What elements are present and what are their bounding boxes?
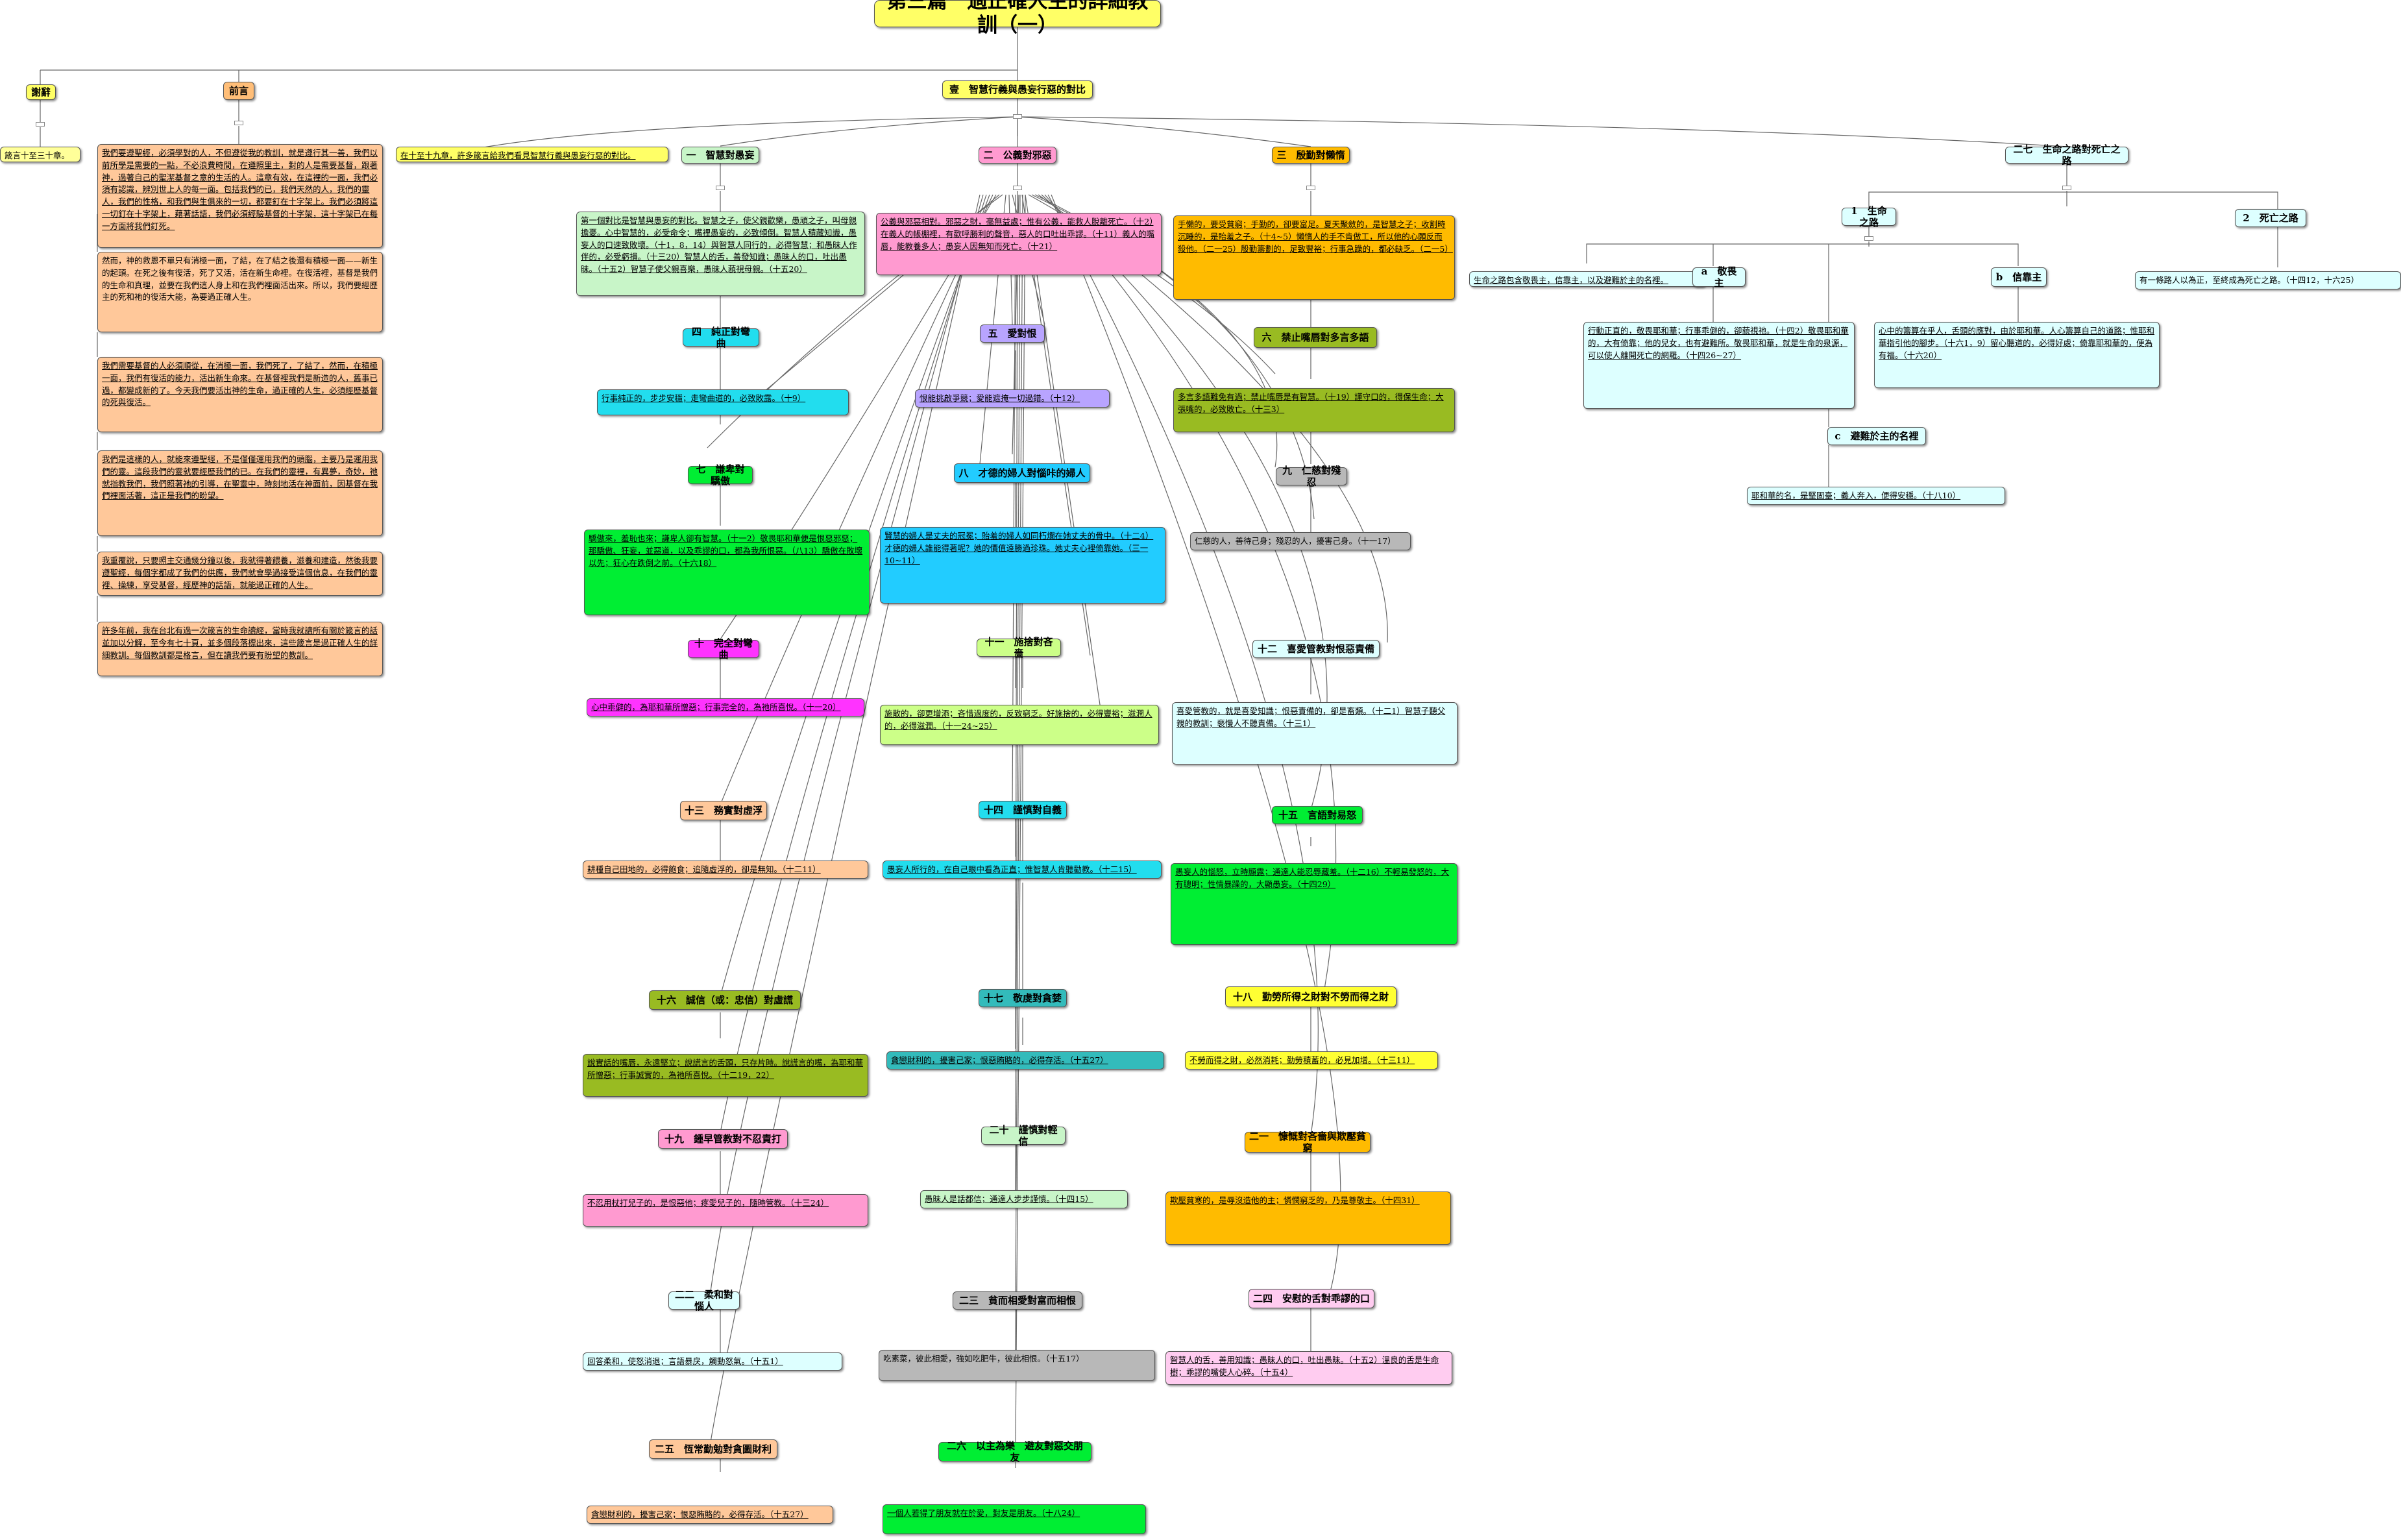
page-title: 第三篇 過正確人生的詳細教訓（一） bbox=[874, 0, 1161, 37]
text-practical-vs-vanity: 耕種自己田地的，必得飽食；追隨虛浮的，卻是無知。（十二11） bbox=[583, 861, 868, 879]
node-faithfulness-vs-lies[interactable]: 十六 誠信（或：忠信）對虛謊 bbox=[649, 990, 801, 1010]
text-faithfulness-vs-lies: 說實話的嘴唇，永遠堅立；說謊言的舌頭，只存片時。說謊言的嘴，為耶和華所憎惡；行事… bbox=[583, 1054, 868, 1097]
preface-text-6: 許多年前，我在台北有過一次箴言的生命讀經，當時我就讀所有關於箴言的話並加以分解，… bbox=[97, 622, 383, 676]
node-diligence-vs-greed-of-gain[interactable]: 二五 恆常勤勉對貪圖財利 bbox=[649, 1439, 777, 1459]
node-gentleness-vs-provocation[interactable]: 二二 柔和對惱人 bbox=[668, 1289, 740, 1312]
text-humility-vs-pride: 驕傲來，羞恥也來；謙卑人卻有智慧。（十一2）敬畏耶和華便是恨惡邪惡；那驕傲、狂妄… bbox=[584, 530, 870, 615]
connector-hub bbox=[2062, 186, 2071, 190]
text-perfect-vs-crooked: 心中乖僻的，為耶和華所憎惡；行事完全的，為祂所喜悅。（十一20） bbox=[587, 698, 864, 716]
node-wisdom-vs-folly[interactable]: 一 智慧對愚妄 bbox=[681, 147, 759, 164]
connector-hub bbox=[234, 121, 243, 125]
text-delight-in-lord-friends: 一個人若得了朋友就在於愛，對友是朋友。（十八24） bbox=[883, 1504, 1146, 1534]
text-comforting-tongue: 智慧人的舌，善用知識；愚昧人的口，吐出愚昧。（十五2）溫良的舌是生命樹；乖謬的嘴… bbox=[1165, 1351, 1452, 1385]
text-righteousness-vs-wickedness: 公義與邪惡相對。邪惡之財，毫無益處；惟有公義，能救人脫離死亡。（十2）在義人的帳… bbox=[876, 213, 1162, 275]
text-refuge-in-name: 耶和華的名，是堅固臺；義人奔入，便得安穩。（十八10） bbox=[1747, 487, 2005, 505]
node-refuge-in-name[interactable]: c 避難於主的名裡 bbox=[1827, 427, 1926, 445]
preface-text-1: 我們要遵聖經，必須學對的人，不但遵從我的教訓，就是遵行其一善，我們以前所學是需要… bbox=[97, 144, 383, 248]
text-way-of-death: 有一條路人以為正，至終成為死亡之路。（十四12，十六25） bbox=[2135, 271, 2401, 289]
node-giving-vs-stinginess[interactable]: 十一 施捨對吝嗇 bbox=[977, 636, 1061, 659]
text-generosity-vs-oppression: 欺壓貧寒的，是辱沒造他的主；憐憫窮乏的，乃是尊敬主。（十四31） bbox=[1165, 1192, 1451, 1245]
connector-hub bbox=[36, 122, 45, 127]
node-generosity-vs-oppression[interactable]: 二一 慷慨對吝嗇與欺壓貧窮 bbox=[1245, 1131, 1371, 1154]
connector-hub bbox=[1013, 114, 1022, 119]
connector-hub bbox=[1864, 236, 1873, 241]
text-wisdom-vs-folly: 第一個對比是智慧與愚妄的對比。智慧之子，使父親歡樂，愚頑之子，叫母親擔憂。心中智… bbox=[576, 212, 865, 296]
part-one-intro: 在十至十九章，許多箴言給我們看見智慧行義與愚妄行惡的對比。 bbox=[396, 147, 668, 162]
node-prudence-vs-self-righteousness[interactable]: 十四 謹慎對自義 bbox=[979, 801, 1067, 819]
text-fear-the-lord: 行動正直的，敬畏耶和華；行事乖僻的，卻藐視祂。（十四2）敬畏耶和華的，大有倚靠；… bbox=[1583, 322, 1855, 409]
text-way-of-life: 生命之路包含敬畏主，信靠主，以及避難於主的名裡。 bbox=[1469, 271, 1705, 287]
node-early-discipline[interactable]: 十九 鍾早管教對不忍責打 bbox=[658, 1129, 788, 1149]
node-diligent-wealth[interactable]: 十八 勤勞所得之財對不勞而得之財 bbox=[1225, 986, 1396, 1007]
text-diligent-wealth: 不勞而得之財，必然消耗；勤勞積蓄的，必見加增。（十三11） bbox=[1185, 1051, 1438, 1069]
node-kindness-vs-cruelty[interactable]: 九 仁慈對殘忍 bbox=[1276, 465, 1347, 488]
connector-hub bbox=[716, 186, 725, 190]
acknowledgment-text: 箴言十至三十章。 bbox=[0, 147, 80, 162]
header-preface[interactable]: 前言 bbox=[223, 82, 254, 100]
node-diligence-vs-laziness[interactable]: 三 殷勤對懶惰 bbox=[1272, 147, 1350, 164]
node-humility-vs-pride[interactable]: 七 謙卑對驕傲 bbox=[688, 463, 753, 487]
text-diligence-vs-laziness: 手懶的，要受貧窮；手勤的，卻要富足。夏天聚斂的，是智慧之子；收割時沉睡的，是貽羞… bbox=[1173, 215, 1455, 300]
preface-text-5: 我重覆說，只要照主交通幾分鐘以後，我就得著餵養，滋養和建造，然後我要遵聖經，每個… bbox=[97, 552, 383, 596]
text-trust-the-lord: 心中的籌算在乎人，舌頭的應對，由於耶和華。人心籌算自己的道路；惟耶和華指引他的腳… bbox=[1874, 322, 2160, 388]
node-way-of-death[interactable]: 2 死亡之路 bbox=[2235, 209, 2306, 227]
text-gentleness-vs-provocation: 回答柔和，使怒消退；言語暴戾，觸動怒氣。（十五1） bbox=[583, 1352, 842, 1371]
node-love-discipline[interactable]: 十二 喜愛管教對恨惡責備 bbox=[1252, 640, 1380, 658]
text-godliness-vs-greed: 貪戀財利的，擾害己家；恨惡賄賂的，必得存活。（十五27） bbox=[886, 1051, 1164, 1069]
preface-text-3: 我們需要基督的人必須順從，在消極一面，我們死了，了結了，然而，在積極一面，我們有… bbox=[97, 357, 383, 432]
node-delight-in-lord-friends[interactable]: 二六 以主為樂 避友對惡交朋友 bbox=[938, 1440, 1091, 1463]
text-speech-vs-anger: 愚妄人的惱怒，立時顯露；通達人能忍辱藏羞。（十二16）不輕易發怒的，大有聰明；性… bbox=[1171, 863, 1457, 945]
text-love-vs-hate: 恨能挑啟爭競；愛能遮掩一切過錯。（十12） bbox=[915, 389, 1110, 408]
node-love-vs-hate[interactable]: 五 愛對恨 bbox=[980, 324, 1045, 343]
node-perfect-vs-crooked[interactable]: 十 完全對彎曲 bbox=[688, 637, 759, 661]
node-restrain-lips[interactable]: 六 禁止嘴唇對多言多語 bbox=[1254, 327, 1377, 348]
node-trust-the-lord[interactable]: b 信靠主 bbox=[1991, 267, 2047, 287]
text-kindness-vs-cruelty: 仁慈的人，善待己身；殘忍的人，擾害己身。（十一17） bbox=[1190, 532, 1411, 550]
node-virtuous-woman[interactable]: 八 才德的婦人對惱咔的婦人 bbox=[954, 463, 1090, 483]
text-poor-love-vs-rich-hate: 吃素菜，彼此相愛，強如吃肥牛，彼此相恨。（十五17） bbox=[879, 1350, 1155, 1381]
node-speech-vs-anger[interactable]: 十五 言語對易怒 bbox=[1272, 806, 1363, 824]
node-godliness-vs-greed[interactable]: 十七 敬虔對貪婪 bbox=[979, 989, 1067, 1007]
node-way-of-life[interactable]: 1 生命之路 bbox=[1842, 205, 1896, 228]
node-fear-the-lord[interactable]: a 敬畏主 bbox=[1692, 265, 1746, 289]
text-restrain-lips: 多言多語難免有過；禁止嘴唇是有智慧。（十19）謹守口的，得保生命；大張嘴的，必致… bbox=[1173, 388, 1455, 432]
node-practical-vs-vanity[interactable]: 十三 務實對虛浮 bbox=[680, 801, 767, 820]
header-acknowledgment[interactable]: 謝辭 bbox=[26, 84, 56, 100]
text-prudence-vs-self-righteousness: 愚妄人所行的，在自己眼中看為正直；惟智慧人肯聽勸教。（十二15） bbox=[883, 861, 1162, 879]
header-part-one[interactable]: 壹 智慧行義與愚妄行惡的對比 bbox=[942, 80, 1093, 99]
text-love-discipline: 喜愛管教的，就是喜愛知識；恨惡責備的，卻是畜類。（十二1）智慧子聽父親的教訓；褻… bbox=[1172, 702, 1457, 764]
node-life-vs-death[interactable]: 二七 生命之路對死亡之路 bbox=[2005, 143, 2128, 167]
node-righteousness-vs-wickedness[interactable]: 二 公義對邪惡 bbox=[979, 147, 1056, 164]
text-virtuous-woman: 賢慧的婦人是丈夫的冠冕；貽羞的婦人如同朽爛在她丈夫的骨中。（十二4）才德的婦人誰… bbox=[880, 527, 1165, 604]
connector-hub bbox=[1013, 186, 1022, 190]
text-diligence-vs-greed-of-gain: 貪戀財利的，擾害己家；恨惡賄賂的，必得存活。（十五27） bbox=[587, 1506, 833, 1524]
text-early-discipline: 不忍用杖打兒子的，是恨惡他；疼愛兒子的，隨時管教。（十三24） bbox=[583, 1194, 868, 1227]
node-poor-love-vs-rich-hate[interactable]: 二三 貧而相愛對富而相恨 bbox=[953, 1291, 1082, 1310]
text-integrity-vs-perversity: 行事純正的，步步安穩；走彎曲道的，必致敗露。（十9） bbox=[597, 389, 849, 415]
connector-hub bbox=[1306, 186, 1315, 190]
text-giving-vs-stinginess: 施散的，卻更增添；吝惜過度的，反致窮乏。好施捨的，必得豐裕；滋潤人的，必得滋潤。… bbox=[880, 705, 1159, 745]
node-comforting-tongue[interactable]: 二四 安慰的舌對乖謬的口 bbox=[1249, 1289, 1374, 1308]
node-prudence-vs-gullibility[interactable]: 二十 謹慎對輕信 bbox=[981, 1124, 1066, 1147]
node-integrity-vs-perversity[interactable]: 四 純正對彎曲 bbox=[683, 326, 759, 349]
preface-text-2: 然而，神的救恩不單只有消極一面，了結，在了結之後還有積極一面——新生的起頭。在死… bbox=[97, 252, 383, 332]
text-prudence-vs-gullibility: 愚昧人是話都信；通達人步步謹慎。（十四15） bbox=[920, 1190, 1128, 1208]
preface-text-4: 我們是這樣的人，就能來遵聖經，不是僅僅運用我們的頭腦，主要乃是運用我們的靈。這段… bbox=[97, 450, 383, 536]
